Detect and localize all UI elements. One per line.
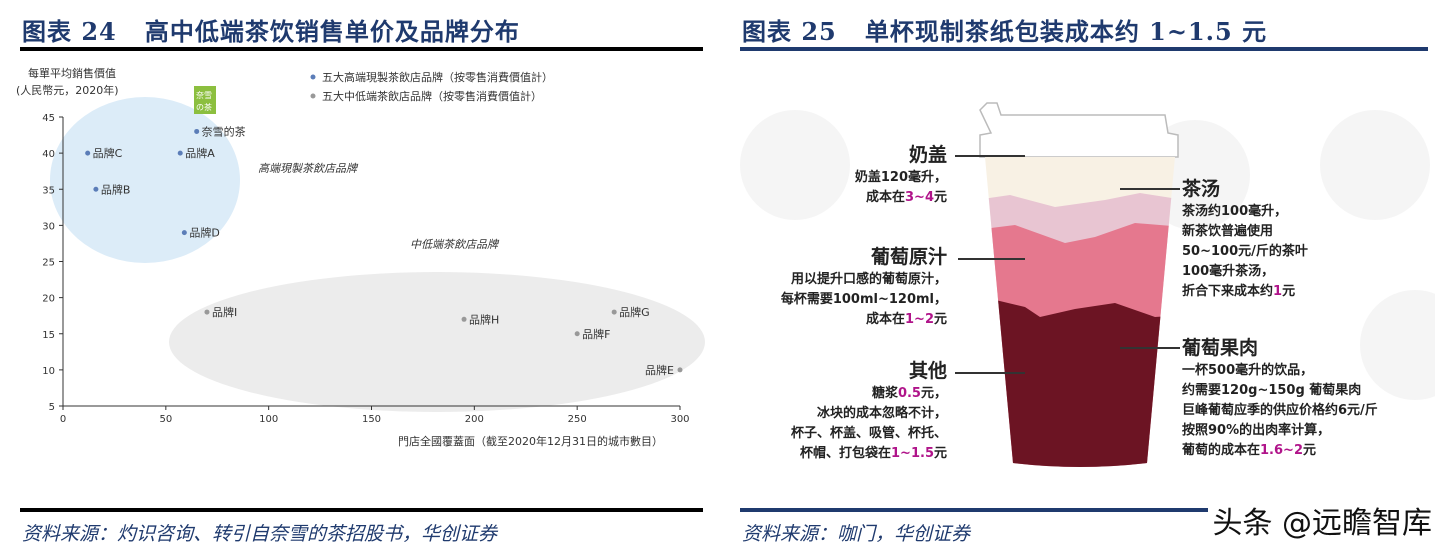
y-tick-label: 15 (42, 330, 55, 341)
data-point (194, 128, 200, 134)
x-tick-label: 250 (568, 414, 587, 425)
legend-low-marker (310, 93, 316, 99)
data-point (677, 367, 683, 373)
data-label: 品牌H (469, 312, 499, 326)
y-tick-label: 45 (42, 113, 55, 124)
y-axis-label-2: (人民幣元，2020年) (16, 83, 119, 97)
data-point (574, 331, 580, 337)
y-tick-label: 25 (42, 258, 55, 269)
data-label: 品牌F (582, 327, 610, 341)
grape-juice-label: 葡萄原汁 用以提升口感的葡萄原汁， 每杯需要100ml~120ml， 成本在1~… (780, 246, 947, 327)
x-tick-label: 150 (362, 414, 381, 425)
x-tick-label: 200 (465, 414, 484, 425)
left-source: 资料来源：灼识咨询、转引自奈雪的茶招股书，华创证券 (22, 523, 498, 545)
data-label: 品牌A (185, 146, 215, 160)
data-point (611, 309, 617, 315)
x-tick-label: 50 (159, 414, 172, 425)
left-figure-title: 图表 24 高中低端茶饮销售单价及品牌分布 (22, 17, 520, 46)
naixue-logo-text: 奈雪 (196, 90, 212, 100)
grape-pulp-layer (985, 295, 1175, 467)
data-label: 品牌B (101, 182, 131, 196)
data-label: 品牌C (93, 146, 123, 160)
y-tick-label: 5 (49, 402, 55, 413)
data-label: 品牌G (619, 305, 650, 319)
svg-text:の茶: の茶 (196, 102, 212, 112)
y-tick-label: 30 (42, 221, 55, 232)
data-label: 品牌E (645, 363, 674, 377)
low-end-zone (169, 272, 705, 412)
cup-lid (979, 102, 1179, 158)
y-tick-label: 35 (42, 185, 55, 196)
milk-cap-label: 奶盖 奶盖120毫升， 成本在3~4元 (854, 144, 947, 205)
grape-pulp-label: 葡萄果肉 一杯500毫升的饮品， 约需要120g~150g 葡萄果肉 巨峰葡萄应… (1182, 337, 1378, 458)
x-axis-label: 門店全國覆蓋面（截至2020年12月31日的城市數目） (398, 434, 663, 448)
y-tick-label: 40 (42, 149, 55, 160)
data-point (177, 150, 183, 156)
data-point (85, 150, 91, 156)
naixue-logo (194, 86, 216, 114)
data-point (93, 186, 99, 192)
other-cost-label: 其他 糖浆0.5元， 冰块的成本忽略不计， 杯子、杯盖、吸管、杯托、 杯帽、打包… (790, 360, 947, 461)
right-title-rule (740, 47, 1428, 51)
x-tick-label: 300 (670, 414, 689, 425)
annotation-low: 中低端茶飲店品牌 (410, 238, 500, 251)
legend-high: 五大高端現製茶飲店品牌（按零售消費價值計） (322, 70, 553, 84)
watermark: 头条 @远瞻智库 (1208, 498, 1436, 542)
data-label: 品牌I (212, 305, 237, 319)
data-point (461, 316, 467, 322)
legend-high-marker (310, 74, 316, 80)
right-source-rule (740, 508, 1428, 512)
tea-cup-illustration (740, 102, 1435, 467)
y-tick-label: 20 (42, 294, 55, 305)
scatter-chart: 每單平均銷售價值 (人民幣元，2020年) 奈雪 の茶 五大高端現製茶飲店品牌（… (16, 66, 705, 448)
right-figure-title: 图表 25 单杯现制茶纸包装成本约 1~1.5 元 (742, 17, 1268, 46)
data-label: 奈雪的茶 (202, 124, 246, 138)
data-label: 品牌D (189, 226, 219, 240)
data-point (204, 309, 210, 315)
x-tick-label: 100 (259, 414, 278, 425)
y-tick-label: 10 (42, 366, 55, 377)
tea-soup-label: 茶汤 茶汤约100毫升， 新茶饮普遍使用 50~100元/斤的茶叶 100毫升茶… (1182, 178, 1308, 299)
high-end-zone (50, 97, 240, 263)
right-source: 资料来源：咖门，华创证券 (742, 523, 971, 545)
left-title-rule (20, 47, 703, 51)
x-tick-label: 0 (60, 414, 66, 425)
data-point (181, 230, 187, 236)
legend-low: 五大中低端茶飲店品牌（按零售消費價值計） (322, 89, 542, 103)
left-source-rule (20, 508, 703, 512)
y-axis-label-1: 每單平均銷售價值 (28, 66, 116, 80)
annotation-high: 高端現製茶飲店品牌 (258, 162, 359, 175)
